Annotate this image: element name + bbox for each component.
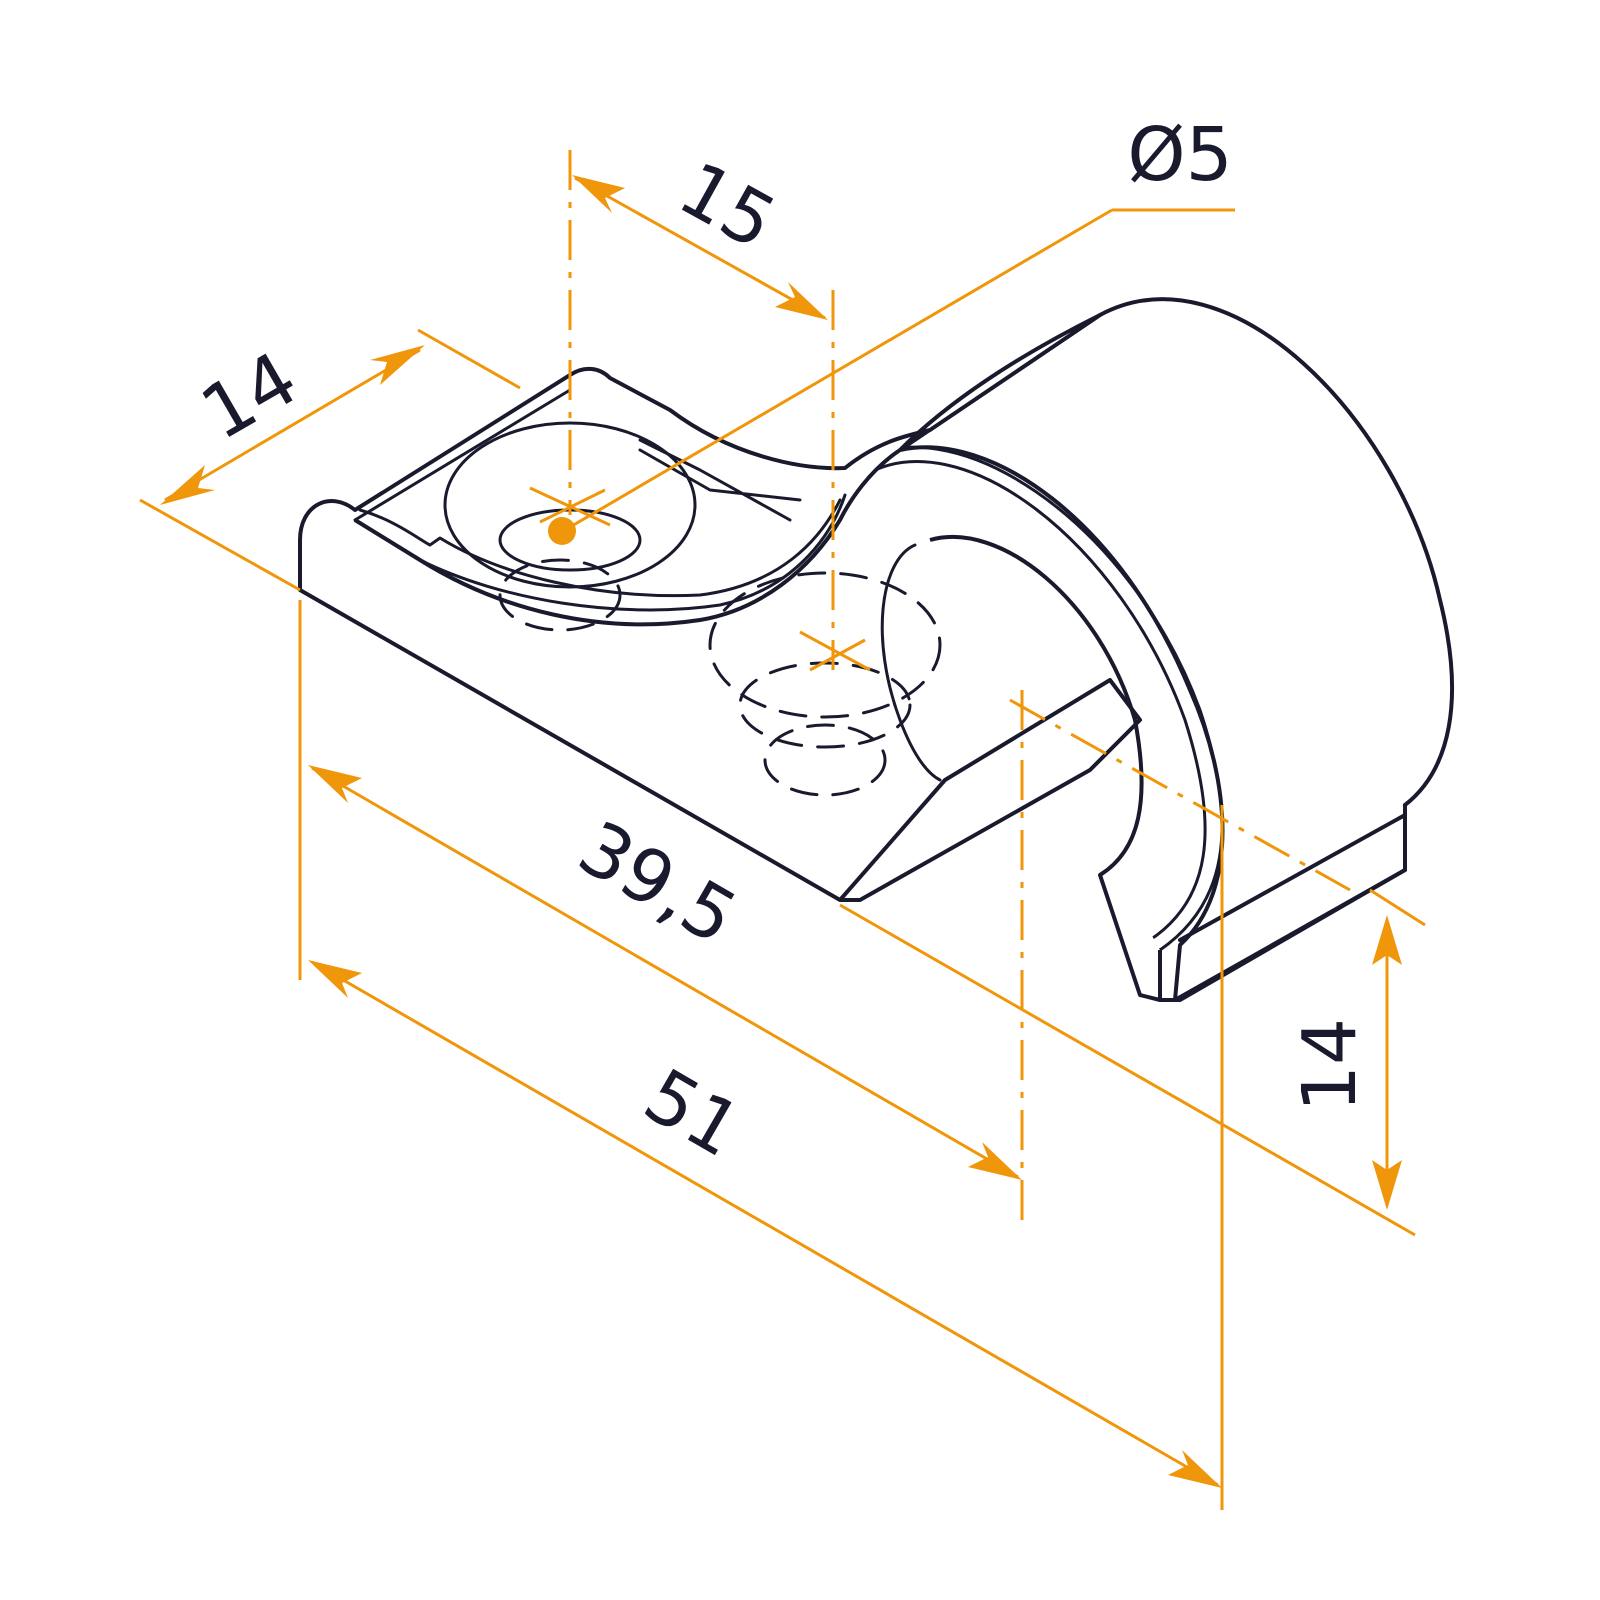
hidden-hole-lower bbox=[498, 558, 622, 632]
label-hole-spacing: 15 bbox=[665, 146, 789, 267]
dim-height-arrow-b bbox=[1372, 1160, 1402, 1210]
dim-width-top-line bbox=[164, 348, 421, 502]
right-foot bbox=[1158, 803, 1407, 1002]
bracket-part bbox=[298, 297, 1455, 1002]
dimension-lines bbox=[139, 150, 1426, 1510]
dim-spacing-arrow-a bbox=[572, 175, 625, 213]
dim-inner-length-arrow-a bbox=[308, 765, 362, 803]
dim-inner-length-arrow-b bbox=[968, 1142, 1022, 1180]
clamp-outer-arc bbox=[898, 297, 1455, 1002]
label-width-top: 14 bbox=[187, 336, 312, 458]
ext-foot-right bbox=[1369, 888, 1426, 927]
label-height: 14 bbox=[1287, 1018, 1373, 1112]
counterbore-step bbox=[638, 438, 802, 522]
ext-top-back bbox=[417, 328, 521, 390]
hidden-bore-2 bbox=[738, 661, 912, 749]
hidden-bore-1 bbox=[708, 571, 942, 719]
hidden-bore-3 bbox=[763, 723, 887, 797]
label-inner-length: 39,5 bbox=[565, 805, 751, 962]
dim-spacing-arrow-b bbox=[775, 282, 828, 320]
cross-hole-2a bbox=[799, 630, 871, 672]
cross-hole-1b bbox=[529, 486, 611, 527]
plate-rim-2 bbox=[418, 493, 847, 612]
ext-bottom-right bbox=[839, 903, 1416, 1237]
plate-rim bbox=[353, 388, 842, 598]
centerline-axis bbox=[1009, 698, 1351, 892]
clamp-inner-ring bbox=[848, 445, 1224, 952]
dim-spacing-line bbox=[574, 176, 826, 320]
dim-overall-length-arrow-b bbox=[1168, 1450, 1222, 1488]
counterbore-outer bbox=[443, 421, 697, 589]
clamp-inner-ring-2 bbox=[863, 460, 1207, 942]
cross-hole-2b bbox=[809, 638, 866, 672]
diameter-leader bbox=[564, 208, 1113, 532]
dim-width-top-arrow-a bbox=[160, 465, 215, 505]
dim-inner-length-line bbox=[311, 766, 1019, 1179]
dim-width-top-arrow-b bbox=[370, 345, 425, 385]
hook-opening-edge bbox=[880, 543, 942, 782]
base-front-face bbox=[298, 588, 1142, 902]
label-diameter: Ø5 bbox=[1127, 112, 1232, 198]
cross-hole-1a bbox=[539, 488, 606, 524]
diameter-dot bbox=[548, 517, 576, 545]
ext-top-left bbox=[139, 498, 301, 592]
dim-overall-length-line bbox=[311, 960, 1219, 1487]
dim-overall-length-arrow-a bbox=[308, 960, 362, 998]
dim-height-arrow-a bbox=[1372, 915, 1402, 965]
hook-opening bbox=[929, 534, 1162, 1002]
